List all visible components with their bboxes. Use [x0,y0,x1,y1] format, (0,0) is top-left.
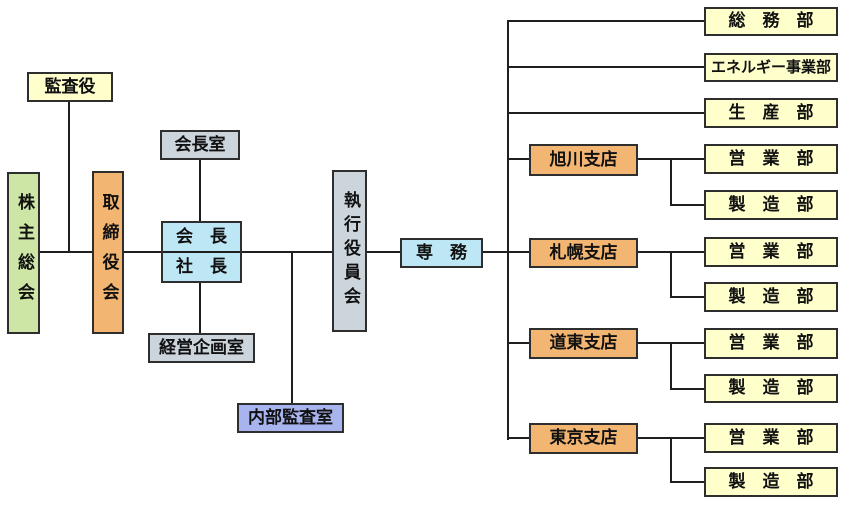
box-chairman-president: 会 長 社 長 [161,221,242,283]
box-dept-production: 生 産 部 [704,98,838,128]
box-branch-sapporo: 札幌支店 [529,238,638,268]
connector-main-horizontal [40,251,530,253]
connector-dept-seisan [507,112,705,114]
box-asahikawa-manufacturing-dept: 製 造 部 [704,190,838,220]
connector-tokyo-seizo [670,481,704,483]
box-doto-sales-dept: 営 業 部 [704,328,838,359]
box-branch-asahikawa: 旭川支店 [529,144,638,176]
box-branch-doto: 道東支店 [529,328,638,359]
box-auditor: 監査役 [27,72,113,102]
box-shareholders-meeting: 株主総会 [7,172,40,334]
box-president: 社 長 [163,251,240,281]
connector-branch-tokyo [507,437,531,439]
box-dept-energy-business: エネルギー事業部 [704,53,838,82]
box-board-of-directors: 取締役会 [92,171,124,334]
box-dept-general-affairs: 総 務 部 [704,7,838,36]
connector-dept-energy [507,66,705,68]
connector-planning-office [199,283,201,334]
box-chairman: 会 長 [163,223,240,251]
connector-tokyo-sub [670,437,672,483]
connector-doto-sub [670,342,672,390]
box-sapporo-manufacturing-dept: 製 造 部 [704,282,838,312]
box-tokyo-sales-dept: 営 業 部 [704,423,838,453]
box-doto-manufacturing-dept: 製 造 部 [704,374,838,403]
connector-dept-somu [507,20,705,22]
box-senior-managing-director: 専 務 [400,238,483,268]
connector-auditor [68,102,70,252]
connector-trunk [507,20,509,440]
connector-branch-doto [507,342,531,344]
connector-doto-seizo [670,388,704,390]
box-sapporo-sales-dept: 営 業 部 [704,237,838,267]
box-asahikawa-sales-dept: 営 業 部 [704,144,838,174]
connector-asahikawa-seizo [670,204,704,206]
connector-asahikawa-sub [670,158,672,206]
box-tokyo-manufacturing-dept: 製 造 部 [704,467,838,497]
box-corporate-planning-office: 経営企画室 [148,333,255,363]
connector-chairman-office [199,160,201,222]
connector-sapporo-sub [670,251,672,298]
box-internal-audit-office: 内部監査室 [237,403,344,433]
box-branch-tokyo: 東京支店 [529,423,638,454]
box-executive-officers-committee: 執行役員会 [332,170,367,332]
connector-branch-asahikawa [507,158,531,160]
connector-sapporo-seizo [670,296,704,298]
box-chairman-office: 会長室 [160,130,240,160]
connector-internal-audit [291,252,293,404]
